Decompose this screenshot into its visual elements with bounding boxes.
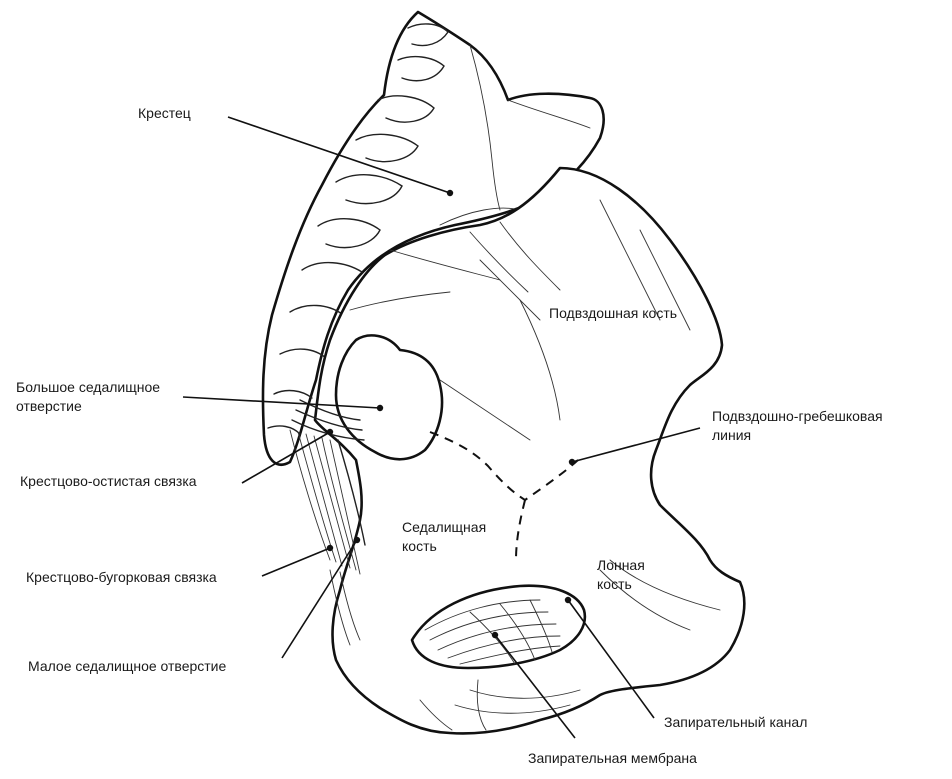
label-greater-sciatic-foramen-line2: отверстие xyxy=(16,398,82,414)
label-pubis-line2: кость xyxy=(597,576,632,592)
hip-bone-shape xyxy=(313,166,746,735)
label-sacrum: Крестец xyxy=(138,105,191,121)
label-iliopectineal-line-line2: линия xyxy=(712,427,751,443)
label-pubis-line1: Лонная xyxy=(597,557,645,573)
label-sacrospinous-ligament: Крестцово-остистая связка xyxy=(20,473,197,489)
label-ischium-line2: кость xyxy=(402,538,437,554)
label-ilium: Подвздошная кость xyxy=(549,305,677,321)
label-ischium-line1: Седалищная xyxy=(402,519,486,535)
label-sacrotuberous-ligament: Крестцово-бугорковая связка xyxy=(26,569,217,585)
label-iliopectineal-line-line1: Подвздошно-гребешковая xyxy=(712,408,883,424)
label-greater-sciatic-foramen-line1: Большое седалищное xyxy=(16,379,160,395)
sacrum-shape xyxy=(261,10,605,466)
label-lesser-sciatic-foramen: Малое седалищное отверстие xyxy=(28,658,227,674)
leader-lines xyxy=(182,116,701,739)
ligaments xyxy=(289,399,366,646)
ischiopubic-boundary xyxy=(515,499,526,561)
label-obturator-canal: Запирательный канал xyxy=(664,714,807,730)
label-obturator-membrane: Запирательная мембрана xyxy=(528,750,697,766)
